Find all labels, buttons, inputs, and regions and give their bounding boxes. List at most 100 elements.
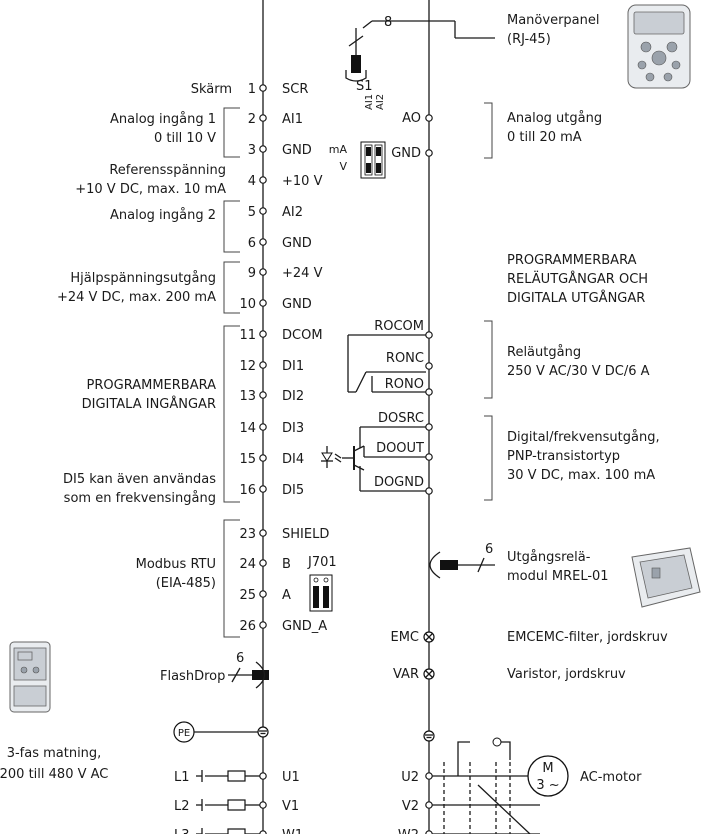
pe-terminal: [173, 721, 258, 743]
motor-symbol: [527, 755, 569, 797]
dognd-terminal: DOGND: [374, 475, 424, 490]
phase-line-part: [227, 799, 246, 811]
terminal-5: [259, 207, 267, 215]
u1-terminal: U1: [282, 770, 300, 785]
terminal-number: 13: [239, 389, 256, 404]
supply-phase-wiring: [196, 770, 267, 834]
drive-image: [9, 641, 51, 713]
do-desc-3: 30 V DC, max. 100 mA: [507, 468, 655, 483]
terminal-name: GND: [282, 236, 312, 251]
l3-label: L3: [174, 828, 190, 834]
mrel-connector: [429, 551, 495, 579]
skarm-label: Skärm: [191, 82, 232, 97]
dosrc-terminal: DOSRC: [378, 411, 424, 426]
transistor-output-wiring: [321, 426, 426, 492]
emc-screw-icon[interactable]: [423, 631, 435, 643]
terminal-number: 5: [248, 205, 256, 220]
phase-line-part: [227, 770, 246, 782]
j701-jumper[interactable]: [309, 574, 333, 612]
terminal-name: AI1: [282, 112, 303, 127]
prog-out-desc-1: PROGRAMMERBARA: [507, 253, 637, 268]
prog-out-desc-3: DIGITALA UTGÅNGAR: [507, 290, 645, 306]
bracket-ai1: [223, 107, 240, 158]
motor-m-label: M: [542, 761, 553, 776]
terminal-number: 24: [239, 557, 256, 572]
terminal-name: +10 V: [282, 174, 323, 189]
do-desc-1: Digital/frekvensutgång,: [507, 430, 660, 445]
terminal-number: 6: [248, 236, 256, 251]
do-desc-2: PNP-transistortyp: [507, 449, 620, 464]
terminal-26: [259, 621, 267, 629]
terminal-number: 4: [248, 174, 256, 189]
right-terminal-column: [425, 114, 433, 495]
terminal-23: [259, 529, 267, 537]
bracket-modbus: [223, 519, 240, 638]
w2-terminal: W2: [398, 828, 419, 834]
ref-desc-2: +10 V DC, max. 10 mA: [75, 182, 226, 197]
motor-wire: [477, 784, 531, 834]
v1-terminal: V1: [282, 799, 299, 814]
doout-terminal: DOOUT: [376, 441, 424, 456]
terminal-number: 15: [239, 452, 256, 467]
ai1-desc-1: Analog ingång 1: [110, 112, 216, 127]
bracket-aux: [223, 261, 240, 314]
terminal-25: [259, 590, 267, 598]
v2-terminal: V2: [402, 799, 419, 814]
mrel-desc-1: Utgångsrelä-: [507, 550, 591, 565]
di5-desc-2: som en frekvensingång: [64, 491, 216, 506]
var-desc: Varistor, jordskruv: [507, 667, 626, 682]
bracket-di: [223, 325, 240, 503]
terminal-3: [259, 145, 267, 153]
terminal-number: 11: [239, 328, 256, 343]
terminal-number: 23: [239, 527, 256, 542]
ground-icon-output: [423, 730, 435, 742]
terminal-name: GND: [282, 297, 312, 312]
terminal-name: DI1: [282, 359, 304, 374]
modbus-desc-1: Modbus RTU: [136, 557, 216, 572]
terminal-12: [259, 361, 267, 369]
var-screw-icon[interactable]: [423, 668, 435, 680]
ref-desc-1: Referensspänning: [109, 163, 226, 178]
terminal-name: DI3: [282, 421, 304, 436]
motor-wire: [457, 741, 470, 776]
terminal-name: SHIELD: [282, 527, 329, 542]
flashdrop-cable-count: 6: [236, 651, 244, 666]
panel-cable-count: 8: [384, 15, 392, 30]
pe-label: PE: [178, 728, 190, 739]
ao-gnd-terminal: GND: [391, 146, 421, 161]
s1-v-label: V: [339, 160, 347, 173]
emc-terminal: EMC: [390, 630, 419, 645]
terminal-number: 14: [239, 421, 256, 436]
terminal-number: 25: [239, 588, 256, 603]
bracket-ao: [484, 102, 493, 159]
ao-terminal: AO: [402, 111, 421, 126]
motor-wire: [425, 772, 433, 780]
terminal-4: [259, 176, 267, 184]
prog-out-desc-2: RELÄUTGÅNGAR OCH: [507, 271, 648, 287]
terminal-name: DI2: [282, 389, 304, 404]
terminal-number: 9: [248, 266, 256, 281]
terminal-name: DI5: [282, 483, 304, 498]
ground-icon-input: [257, 726, 269, 738]
terminal-15: [259, 454, 267, 462]
u2-terminal: U2: [401, 770, 419, 785]
bracket-relay: [484, 320, 493, 399]
panel-connector: [345, 20, 495, 82]
bracket-ai2: [223, 200, 240, 253]
rocom-terminal: ROCOM: [374, 319, 424, 334]
relay-desc-1: Reläutgång: [507, 345, 581, 360]
terminal-10: [259, 299, 267, 307]
terminal-number: 2: [248, 112, 256, 127]
w1-terminal: W1: [282, 828, 303, 834]
bracket-do: [484, 415, 493, 501]
terminal-number: 16: [239, 483, 256, 498]
di-desc-1: PROGRAMMERBARA: [87, 378, 217, 393]
relay-desc-2: 250 V AC/30 V DC/6 A: [507, 364, 650, 379]
panel-label: Manöverpanel: [507, 13, 599, 28]
relay-output-wiring: [347, 334, 426, 393]
terminal-name: SCR: [282, 82, 308, 97]
aux-desc-1: Hjälpspänningsutgång: [70, 271, 216, 286]
s1-switch[interactable]: [360, 141, 386, 179]
